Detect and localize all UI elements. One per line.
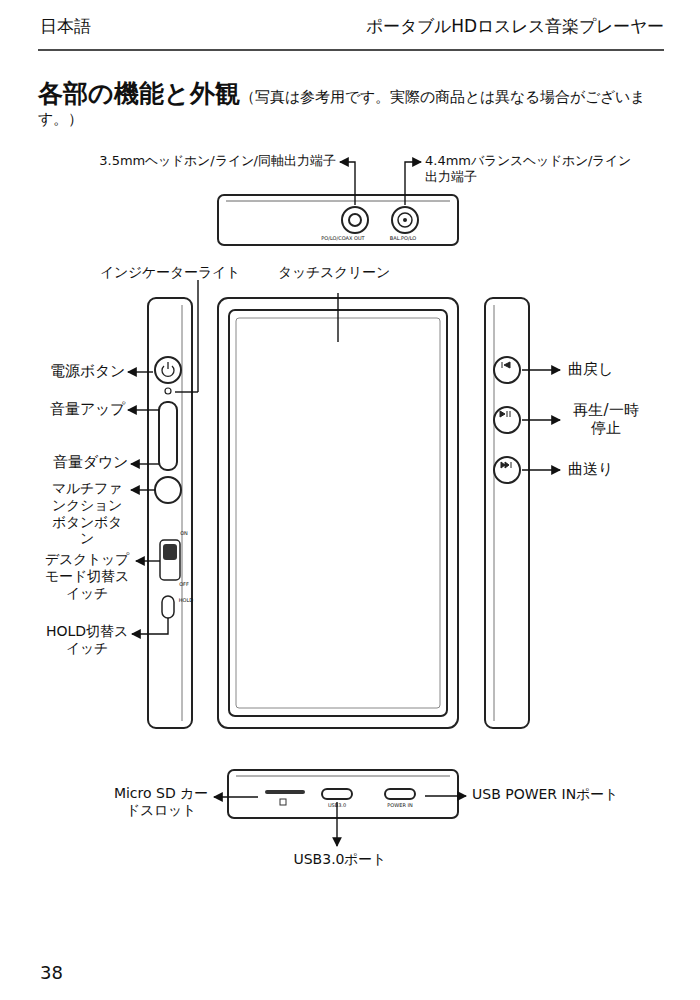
part-label: インジケーターライト bbox=[100, 264, 270, 281]
part-label: Micro SD カードスロット bbox=[110, 785, 212, 819]
part-label: 再生/一時停止 bbox=[566, 401, 646, 437]
section-title: 各部の機能と外観 bbox=[38, 79, 240, 108]
part-label: マルチファンクションボタンボタン bbox=[46, 480, 128, 547]
part-label: 3.5mmヘッドホン/ライン/同軸出力端子 bbox=[40, 153, 336, 169]
part-label: 曲戻し bbox=[568, 360, 648, 378]
device-print: OFF bbox=[174, 582, 194, 587]
header-language: 日本語 bbox=[40, 16, 160, 36]
part-label: USB POWER INポート bbox=[472, 786, 672, 803]
part-label: 曲送り bbox=[568, 460, 648, 478]
page-number: 38 bbox=[40, 962, 100, 984]
part-label: USB3.0ポート bbox=[280, 851, 400, 868]
part-label: 音量アップ bbox=[20, 400, 125, 418]
device-print: BAL.PO/LO bbox=[378, 236, 428, 241]
device-print: PO/LO/COAX OUT bbox=[318, 236, 368, 241]
heading-line: 各部の機能と外観（写真は参考用です。実際の商品とは異なる場合がございます。） bbox=[38, 78, 668, 129]
header-product: ポータブルHDロスレス音楽プレーヤー bbox=[300, 16, 664, 36]
part-label: デスクトップモード切替スイッチ bbox=[40, 551, 134, 601]
part-label: 音量ダウン bbox=[20, 453, 128, 471]
part-label: 4.4mmバランスヘッドホン/ライン出力端子 bbox=[425, 153, 640, 184]
part-label: HOLD切替スイッチ bbox=[44, 623, 130, 657]
part-label: 電源ボタン bbox=[20, 362, 125, 380]
device-print: HOLD bbox=[176, 598, 196, 603]
device-print: USB3.0 bbox=[317, 803, 357, 808]
device-print: POWER IN bbox=[380, 803, 420, 808]
part-label: タッチスクリーン bbox=[278, 264, 408, 281]
device-print: ON bbox=[174, 531, 194, 536]
